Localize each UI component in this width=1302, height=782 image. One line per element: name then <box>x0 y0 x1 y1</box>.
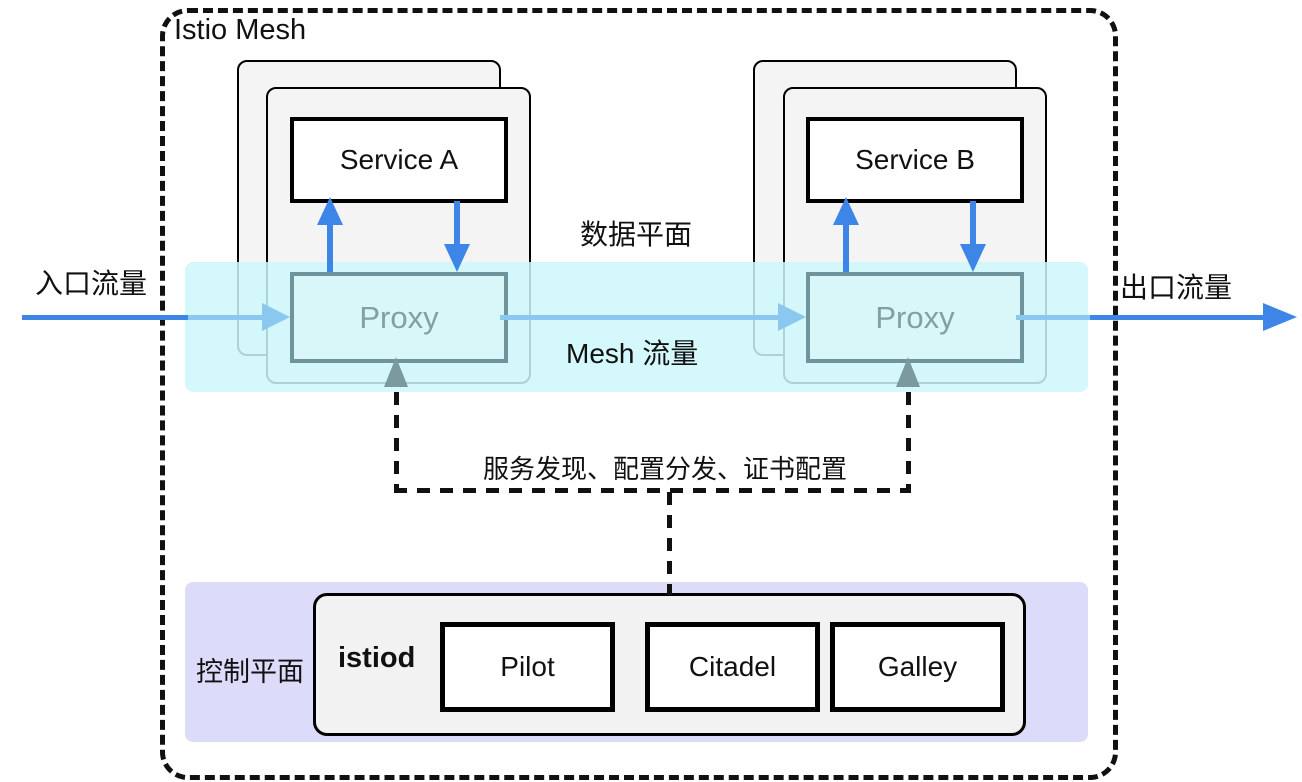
egress-line <box>1090 315 1263 320</box>
service-b-to-proxy-b-line <box>970 201 976 244</box>
proxy-b-to-service-b-line <box>843 225 849 272</box>
service-a-to-proxy-a-line <box>454 201 460 244</box>
service-b-label: Service B <box>855 144 975 175</box>
egress-traffic-label: 出口流量 <box>1120 272 1233 303</box>
ingress-line-inner <box>188 315 262 320</box>
ingress-traffic-label: 入口流量 <box>35 268 148 299</box>
dashed-connector-horizontal <box>394 488 911 493</box>
proxy-b-to-service-b-arrowhead-icon <box>833 197 859 225</box>
ingress-line <box>22 315 188 320</box>
service-b-box: Service B <box>806 117 1024 203</box>
proxy-b-box: Proxy <box>806 272 1024 363</box>
mesh-traffic-label: Mesh 流量 <box>566 338 699 369</box>
ingress-arrowhead-icon <box>262 303 290 331</box>
mesh-title: Istio Mesh <box>174 14 307 46</box>
proxy-a-box: Proxy <box>290 272 508 363</box>
proxy-a-label: Proxy <box>359 299 439 335</box>
istiod-label: istiod <box>338 642 416 674</box>
citadel-label: Citadel <box>688 651 777 682</box>
service-a-label: Service A <box>339 144 459 175</box>
egress-line-inner <box>1016 315 1090 320</box>
proxy-to-proxy-line <box>500 315 778 320</box>
pilot-box: Pilot <box>440 622 615 712</box>
control-to-proxy-a-arrowhead-icon <box>384 357 408 387</box>
service-a-box: Service A <box>290 117 508 203</box>
discovery-config-label: 服务发现、配置分发、证书配置 <box>483 454 848 484</box>
service-b-to-proxy-b-arrowhead-icon <box>960 244 986 272</box>
proxy-to-proxy-arrowhead-icon <box>778 303 806 331</box>
proxy-a-to-service-a-line <box>327 225 333 272</box>
control-plane-label: 控制平面 <box>196 657 304 687</box>
egress-arrowhead-icon <box>1263 303 1297 331</box>
mesh-boundary <box>160 8 1118 780</box>
data-plane-label: 数据平面 <box>580 219 693 250</box>
galley-box: Galley <box>830 622 1005 712</box>
dashed-connector-center <box>667 492 672 595</box>
dashed-connector-right <box>906 392 911 490</box>
citadel-box: Citadel <box>645 622 820 712</box>
pilot-label: Pilot <box>500 651 555 682</box>
control-to-proxy-b-arrowhead-icon <box>896 357 920 387</box>
galley-label: Galley <box>877 651 958 682</box>
dashed-connector-left <box>394 392 399 490</box>
proxy-b-label: Proxy <box>875 299 955 335</box>
proxy-a-to-service-a-arrowhead-icon <box>317 197 343 225</box>
service-a-to-proxy-a-arrowhead-icon <box>444 244 470 272</box>
